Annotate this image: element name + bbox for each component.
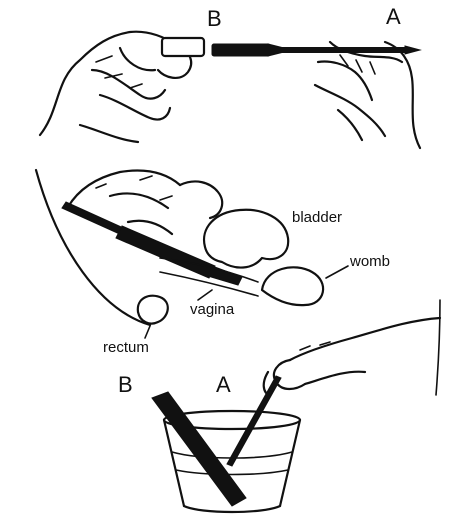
right-hand-drawing: [315, 42, 420, 148]
bladder-shape: [204, 210, 288, 268]
holding-hand-drawing: [264, 318, 440, 396]
rod-piece: [212, 44, 420, 56]
top-label-b: B: [207, 6, 222, 31]
rectum-shape: [138, 296, 168, 324]
cup-rod-a: [227, 376, 281, 466]
rectum-label: rectum: [103, 339, 149, 356]
bladder-label: bladder: [292, 209, 342, 226]
bottom-label-a: A: [216, 372, 231, 397]
bottom-label-b: B: [118, 372, 133, 397]
womb-shape: [262, 267, 323, 305]
cup-piece-b: [152, 392, 246, 506]
vagina-label: vagina: [190, 301, 235, 318]
inserted-tool: [62, 202, 242, 285]
womb-label: womb: [349, 253, 390, 270]
inserting-hand-drawing: [68, 171, 222, 234]
bottom-panel: B A: [118, 318, 440, 512]
top-label-a: A: [386, 4, 401, 29]
top-panel: B A: [40, 4, 420, 148]
middle-panel: bladder womb vagina rectum: [36, 170, 440, 395]
cap-piece-b: [162, 38, 204, 56]
